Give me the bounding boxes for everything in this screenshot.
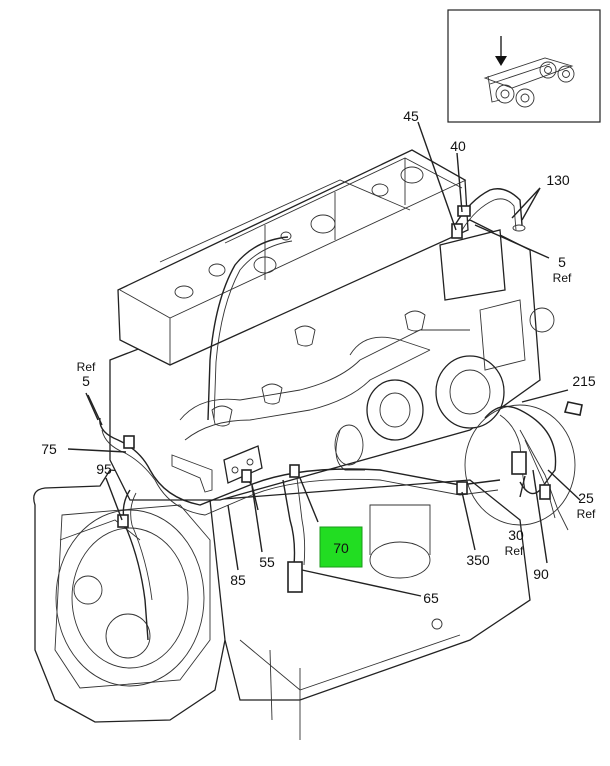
callout-215[interactable]: 215 (572, 373, 596, 389)
coolant-hose-assembly (87, 188, 583, 641)
callout-75[interactable]: 75 (41, 441, 57, 457)
callout-65[interactable]: 65 (423, 590, 439, 606)
callout-30-ref: Ref (505, 544, 524, 558)
callout-labels: 45 40 130 5 Ref Ref 5 215 75 95 25 Ref 3… (41, 108, 596, 606)
callout-45[interactable]: 45 (403, 108, 419, 124)
callout-5-left-ref: Ref (77, 360, 96, 374)
callout-40[interactable]: 40 (450, 138, 466, 154)
leader-lines (67, 121, 581, 597)
callout-5-upper[interactable]: 5 (558, 254, 566, 270)
callout-25[interactable]: 25 (578, 490, 594, 506)
callout-55[interactable]: 55 (259, 554, 275, 570)
callout-30[interactable]: 30 (508, 527, 524, 543)
callout-85[interactable]: 85 (230, 572, 246, 588)
callout-5-left[interactable]: 5 (82, 373, 90, 389)
callout-350[interactable]: 350 (466, 552, 490, 568)
highlight-box-70[interactable] (319, 526, 363, 568)
engine-illustration (33, 149, 576, 740)
callout-5-upper-ref: Ref (553, 271, 572, 285)
vehicle-locator-inset (447, 9, 601, 123)
callout-25-ref: Ref (577, 507, 596, 521)
callout-130[interactable]: 130 (546, 172, 570, 188)
callout-95[interactable]: 95 (96, 461, 112, 477)
callout-90[interactable]: 90 (533, 566, 549, 582)
callout-70[interactable]: 70 (333, 540, 349, 556)
